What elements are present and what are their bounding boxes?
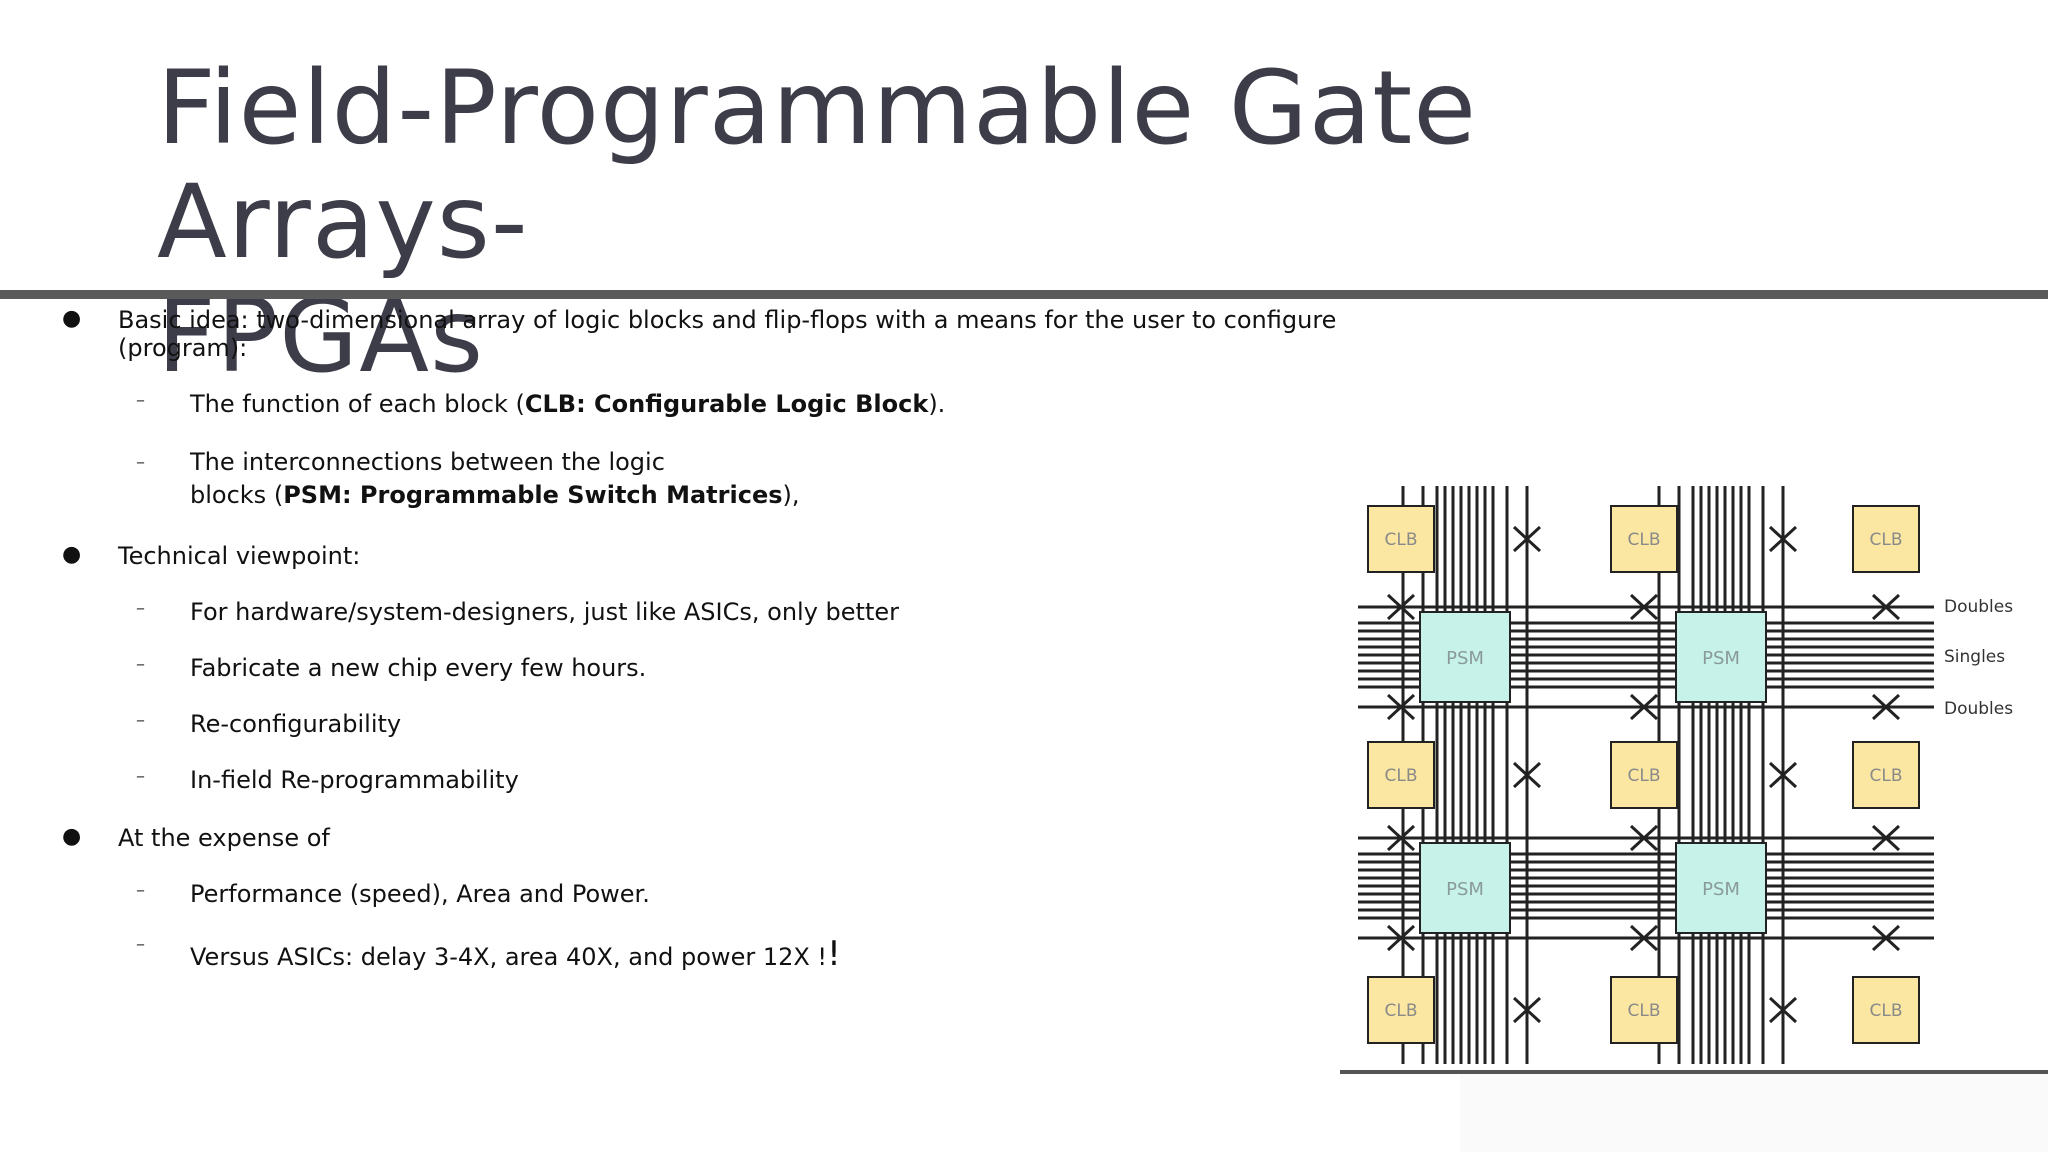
psm-label: PSM — [1446, 648, 1484, 669]
psm-block — [1675, 611, 1767, 703]
crossover-mark — [1871, 693, 1901, 721]
psm-label: PSM — [1702, 879, 1740, 900]
title-divider — [0, 290, 2048, 299]
clb-label: CLB — [1384, 530, 1417, 550]
crossover-mark — [1512, 761, 1542, 789]
clb-block — [1367, 505, 1435, 573]
crossover-mark — [1629, 824, 1659, 852]
crossover-mark — [1768, 996, 1798, 1024]
clb-block — [1367, 741, 1435, 809]
sub-bullet-text: For hardware/system-designers, just like… — [190, 598, 899, 626]
sub-bullet-text: Versus ASICs: delay 3-4X, area 40X, and … — [190, 943, 828, 971]
bullet-dot-icon: ● — [62, 542, 82, 567]
clb-block — [1852, 741, 1920, 809]
psm-label: PSM — [1446, 879, 1484, 900]
crossover-mark — [1386, 593, 1416, 621]
dash-icon: – — [136, 934, 145, 955]
clb-label: CLB — [1869, 1001, 1902, 1021]
bullet-list: ● Basic idea: two-dimensional array of l… — [60, 306, 1380, 974]
crossover-mark — [1629, 693, 1659, 721]
sub-bullet-interconnections: – The interconnections between the logic… — [60, 446, 1380, 512]
sub-bullet-performance: – Performance (speed), Area and Power. — [60, 880, 1380, 908]
sub-bullet-text: Re-configurability — [190, 710, 402, 738]
crossover-mark — [1386, 924, 1416, 952]
psm-label: PSM — [1702, 648, 1740, 669]
dash-icon: – — [136, 766, 145, 787]
bullet-basic-idea: ● Basic idea: two-dimensional array of l… — [60, 306, 1380, 362]
clb-block — [1852, 505, 1920, 573]
sub-bullet-text: The interconnections between the logic — [190, 448, 665, 476]
clb-label: CLB — [1384, 766, 1417, 786]
clb-block — [1610, 505, 1678, 573]
clb-block — [1610, 741, 1678, 809]
bullet-dot-icon: ● — [62, 824, 82, 849]
psm-block — [1675, 842, 1767, 934]
crossover-mark — [1386, 824, 1416, 852]
psm-block — [1419, 611, 1511, 703]
crossover-mark — [1871, 824, 1901, 852]
bullet-technical-viewpoint: ● Technical viewpoint: — [60, 542, 1380, 570]
crossover-mark — [1871, 924, 1901, 952]
sub-bullet-text: Performance (speed), Area and Power. — [190, 880, 650, 908]
crossover-mark — [1768, 525, 1798, 553]
crossover-mark — [1512, 996, 1542, 1024]
fpga-architecture-diagram: PSM PSM PSM PSM CLB CLB CLB CLB CLB CLB CLB CLB CLB D… — [1340, 486, 2048, 1152]
sub-bullet-text: The function of each block ( — [190, 390, 525, 418]
crossover-mark — [1871, 593, 1901, 621]
crossover-mark — [1629, 593, 1659, 621]
slide-title: Field-Programmable Gate Arrays- FPGAs — [157, 52, 1717, 394]
dash-icon: – — [136, 452, 145, 473]
dash-icon: – — [136, 598, 145, 619]
title-line-1: Field-Programmable Gate Arrays- — [157, 49, 1478, 282]
dash-icon: – — [136, 654, 145, 675]
bullet-dot-icon: ● — [62, 306, 82, 331]
clb-label: CLB — [1869, 766, 1902, 786]
bullet-text: Basic idea: two-dimensional array of log… — [118, 306, 1337, 362]
dash-icon: – — [136, 880, 145, 901]
sub-bullet-reprogrammability: – In-field Re-programmability — [60, 766, 1380, 794]
clb-block — [1610, 976, 1678, 1044]
clb-label: CLB — [1869, 530, 1902, 550]
clb-block — [1367, 976, 1435, 1044]
psm-block — [1419, 842, 1511, 934]
clb-block — [1852, 976, 1920, 1044]
crossover-mark — [1512, 525, 1542, 553]
sub-bullet-text: ). — [928, 390, 946, 418]
sub-bullet-text: In-field Re-programmability — [190, 766, 519, 794]
crossover-mark — [1629, 924, 1659, 952]
sub-bullet-text: blocks ( — [190, 481, 284, 509]
emphasis-mark: ! — [827, 934, 841, 974]
dash-icon: – — [136, 710, 145, 731]
clb-term: CLB: Configurable Logic Block — [524, 390, 929, 418]
clb-label: CLB — [1627, 1001, 1660, 1021]
bullet-text: At the expense of — [118, 824, 330, 852]
wire-group-label: Doubles — [1944, 597, 2013, 617]
sub-bullet-hardware: – For hardware/system-designers, just li… — [60, 598, 1380, 626]
sub-bullet-reconfigurability: – Re-configurability — [60, 710, 1380, 738]
sub-bullet-versus-asics: – Versus ASICs: delay 3-4X, area 40X, an… — [60, 934, 1380, 974]
clb-label: CLB — [1627, 766, 1660, 786]
sub-bullet-text: ), — [782, 481, 800, 509]
psm-term: PSM: Programmable Switch Matrices — [283, 481, 783, 509]
crossover-mark — [1768, 761, 1798, 789]
bullet-text: Technical viewpoint: — [118, 542, 361, 570]
sub-bullet-fabricate: – Fabricate a new chip every few hours. — [60, 654, 1380, 682]
dash-icon: – — [136, 390, 145, 411]
bullet-expense: ● At the expense of — [60, 824, 1380, 852]
wire-group-label: Doubles — [1944, 699, 2013, 719]
clb-label: CLB — [1384, 1001, 1417, 1021]
clb-label: CLB — [1627, 530, 1660, 550]
sub-bullet-function: – The function of each block (CLB: Confi… — [60, 390, 1380, 418]
sub-bullet-text: Fabricate a new chip every few hours. — [190, 654, 647, 682]
wire-group-label: Singles — [1944, 647, 2005, 667]
crossover-mark — [1386, 693, 1416, 721]
